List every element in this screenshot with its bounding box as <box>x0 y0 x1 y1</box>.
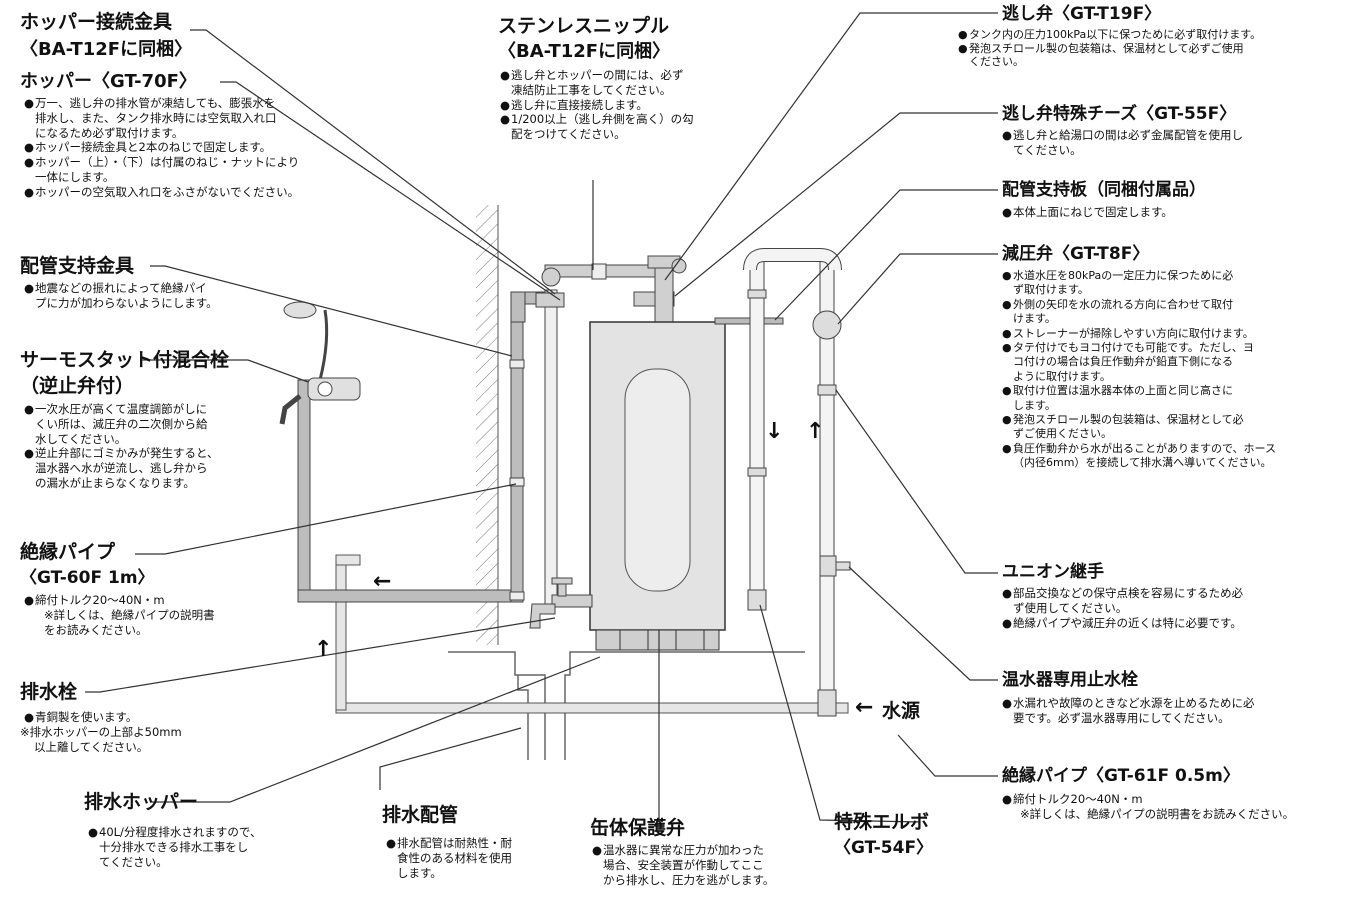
hopper-notes: ●万一、逃し弁の排水管が凍結しても、膨張水を排水し、また、タンク排水時には空気取… <box>24 96 300 199</box>
water-source-arrow: ← <box>855 695 874 720</box>
relief-assembly <box>535 255 687 606</box>
relief-tee-title: 逃し弁特殊チーズ〈GT-55F〉 <box>1002 104 1237 124</box>
insulated-pipe-1m-title-2: 〈GT-60F 1m〉 <box>20 568 155 588</box>
insulated-pipe-1m-title-1: 絶縁パイプ <box>20 541 116 563</box>
pipe-support-fitting-notes: ●地震などの振れによって絶縁パイプに力が加わらないようにします。 <box>24 281 218 310</box>
thermostat-mixer-title-2: （逆止弁付） <box>20 375 135 397</box>
drain-valve-title: 排水栓 <box>20 681 78 703</box>
can-protection-valve-notes: ●温水器に異常な圧力が加わった場合、安全装置が作動してここから排水し、圧力を逃が… <box>592 843 775 887</box>
thermostat-mixer-notes: ●一次水圧が高くて温度調節がしにくい所は、減圧弁の二次側から給水してください。 … <box>24 402 219 490</box>
stop-valve-notes: ●水漏れや故障のときなど水源を止めるために必要です。必ず温水器専用にしてください… <box>1002 696 1255 725</box>
support-plate-notes: ●本体上面にねじで固定します。 <box>1002 205 1173 219</box>
drain-hopper-notes: ●40L/分程度排水されますので、十分排水できる排水工事をしてください。 <box>88 825 262 869</box>
hopper-title: ホッパー〈GT-70F〉 <box>20 71 197 92</box>
stainless-nipple-title-1: ステンレスニップル <box>498 15 670 37</box>
leader-lines <box>85 12 998 823</box>
drain-pipe-notes: ●排水配管は耐熱性・耐食性のある材料を使用します。 <box>386 836 512 880</box>
cold-water-riser <box>743 248 851 717</box>
thermostat-mixer-title-1: サーモスタット付混合栓 <box>20 349 230 371</box>
flow-arrow-left: ← <box>373 569 392 594</box>
wall <box>476 205 499 645</box>
pressure-reducing-valve-notes: ●水道水圧を80kPaの一定圧力に保つために必ず取付けます。 ●外側の矢印を水の… <box>1002 269 1277 470</box>
hopper-fitting-title-1: ホッパー接続金具 <box>20 11 173 33</box>
flow-arrow-up-left: ↑ <box>314 637 333 662</box>
insulated-pipe-05m-notes: ●締付トルク20～40N・m ※詳しくは、絶縁パイプの説明書をお読みください。 <box>1002 792 1295 821</box>
flow-arrow-up: ↑ <box>806 419 825 444</box>
water-source-label: 水源 <box>882 700 921 722</box>
drain-valve-shape <box>529 577 593 629</box>
union-joint-title: ユニオン継手 <box>1002 562 1104 582</box>
can-protection-valve-title: 缶体保護弁 <box>590 817 686 839</box>
special-elbow-title-1: 特殊エルボ <box>834 811 930 833</box>
union-joint-notes: ●部品交換などの保守点検を容易にするため必ず使用してください。 ●絶縁パイプや減… <box>1002 586 1244 630</box>
water-heater <box>589 317 784 651</box>
pressure-reducing-valve-title: 減圧弁〈GT-T8F〉 <box>1002 244 1150 264</box>
support-plate-title: 配管支持板（同梱付属品） <box>1002 180 1206 200</box>
special-elbow-title-2: 〈GT-54F〉 <box>834 838 934 858</box>
pipe-support-fitting-title: 配管支持金具 <box>20 255 135 277</box>
drain-pipe-title: 排水配管 <box>382 804 459 826</box>
relief-tee-notes: ●逃し弁と給湯口の間は必ず金属配管を使用してください。 <box>1002 128 1243 157</box>
relief-valve-title: 逃し弁〈GT-T19F〉 <box>1002 4 1162 24</box>
hopper-fitting-title-2: 〈BA-T12Fに同梱〉 <box>20 39 193 60</box>
flow-arrow-down: ↓ <box>765 419 784 444</box>
stainless-nipple-notes: ●逃し弁とホッパーの間には、必ず凍結防止工事をしてください。 ●逃し弁に直接接続… <box>500 68 694 142</box>
hot-water-pipe <box>297 291 558 603</box>
insulated-pipe-05m-title: 絶縁パイプ〈GT-61F 0.5m〉 <box>1002 766 1240 786</box>
insulated-pipe-1m-notes: ●締付トルク20～40N・m ※詳しくは、絶縁パイプの説明書をお読みください。 <box>24 593 215 637</box>
drain-hopper-title: 排水ホッパー <box>84 791 199 813</box>
stop-valve-title: 温水器専用止水栓 <box>1002 670 1138 690</box>
stainless-nipple-title-2: 〈BA-T12Fに同梱〉 <box>498 41 671 62</box>
supply-pipe <box>335 554 849 714</box>
mixer-shower <box>279 301 361 425</box>
relief-valve-notes: ●タンク内の圧力100kPa以下に保つために必ず取付けます。 ●発泡スチロール製… <box>958 28 1262 68</box>
